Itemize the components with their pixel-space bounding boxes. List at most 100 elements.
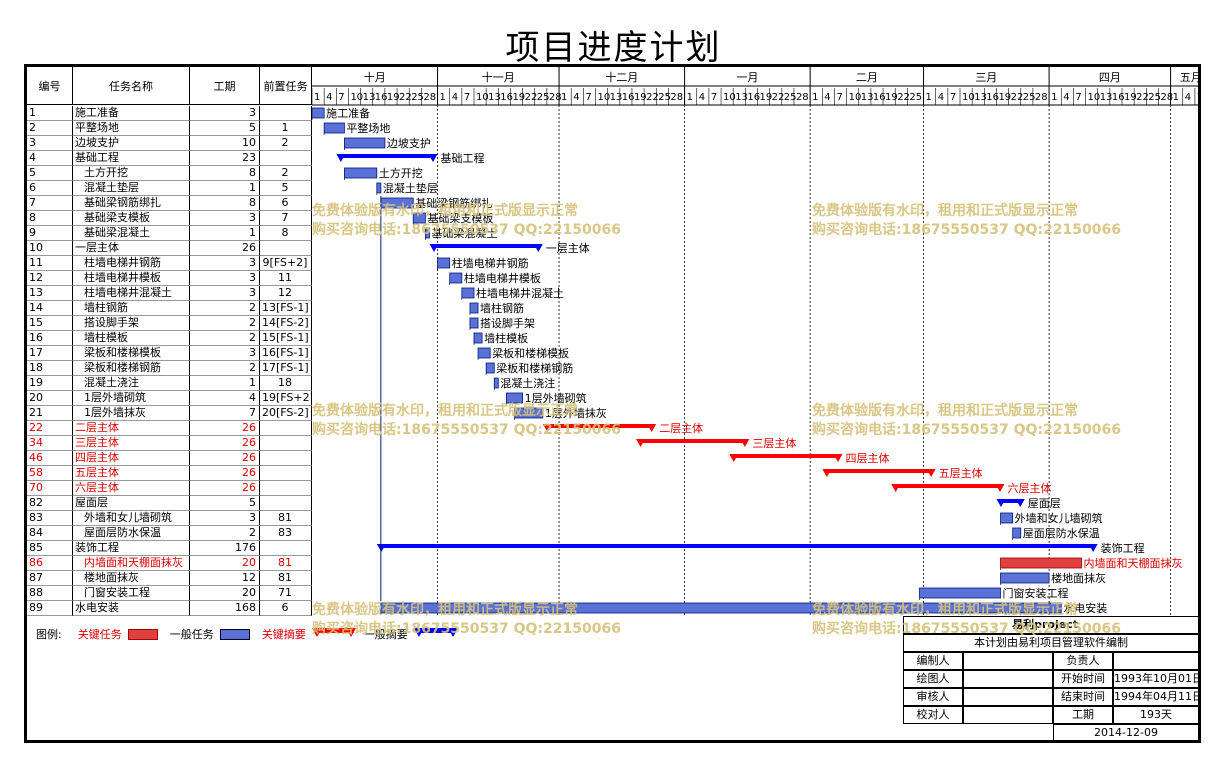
watermark-text: 购买咨询电话:18675550537 QQ:22150066 xyxy=(812,621,1121,637)
day-label: 13 xyxy=(861,92,874,103)
task-chart-label: 装饰工程 xyxy=(1101,541,1145,555)
cell-id: 84 xyxy=(27,526,73,541)
summary-start-marker xyxy=(891,484,901,492)
info-note: 本计划由易利项目管理软件编制 xyxy=(903,634,1199,652)
cell-id: 4 xyxy=(27,151,73,166)
cell-name: 内墙面和天棚面抹灰 xyxy=(73,556,190,571)
task-chart-label: 二层主体 xyxy=(659,421,703,435)
day-label: 22 xyxy=(772,92,785,103)
cell-duration: 3 xyxy=(190,271,260,286)
watermark-text: 购买咨询电话:18675550537 QQ:22150066 xyxy=(312,621,621,637)
task-bar xyxy=(493,377,499,389)
cell-name: 门窗安装工程 xyxy=(73,586,190,601)
cell-name: 基础梁支模板 xyxy=(73,211,190,226)
watermark-text: 购买咨询电话:18675550537 QQ:22150066 xyxy=(312,222,621,238)
cell-duration: 20 xyxy=(190,556,260,571)
cell-id: 2 xyxy=(27,121,73,136)
day-label: 7 xyxy=(1197,92,1198,103)
task-chart-label: 墙柱钢筋 xyxy=(480,301,524,315)
cell-name: 一层主体 xyxy=(73,241,190,256)
cell-duration: 3 xyxy=(190,286,260,301)
cell-pred: 5 xyxy=(260,181,312,196)
day-label: 1 xyxy=(1051,92,1057,103)
task-chart-label: 门窗安装工程 xyxy=(1003,586,1069,600)
task-chart-label: 1层外墙抹灰 xyxy=(545,406,607,420)
header-id: 编号 xyxy=(27,67,73,105)
cell-pred: 16[FS-1] xyxy=(260,346,312,361)
day-label: 22 xyxy=(646,92,659,103)
cell-name: 三层主体 xyxy=(73,436,190,451)
watermark-text: 免费体验版有水印，租用和正式版显示正常 xyxy=(312,203,578,219)
task-bar xyxy=(344,167,378,179)
cell-pred: 71 xyxy=(260,586,312,601)
cell-name: 墙柱钢筋 xyxy=(73,301,190,316)
summary-end-marker xyxy=(1015,499,1025,507)
brand-text: 易利project xyxy=(903,616,1199,634)
summary-start-marker xyxy=(429,244,439,252)
owner-label: 负责人 xyxy=(1053,652,1113,670)
day-label: 7 xyxy=(711,92,717,103)
day-label: 22 xyxy=(897,92,910,103)
month-label: 十月 xyxy=(364,70,386,84)
legend: 图例: 关键任务 一般任务 关键摘要 一般摘要 xyxy=(36,626,458,642)
task-chart-label: 六层主体 xyxy=(1008,481,1052,495)
cell-pred: 2 xyxy=(260,166,312,181)
day-label: 10 xyxy=(962,92,975,103)
cell-pred: 19[FS+2] xyxy=(260,391,312,406)
day-label: 16 xyxy=(1112,92,1125,103)
task-bar xyxy=(437,257,451,269)
task-chart-label: 平整场地 xyxy=(346,121,390,135)
cell-pred: 12 xyxy=(260,286,312,301)
day-label: 16 xyxy=(873,92,886,103)
day-label: 25 xyxy=(537,92,550,103)
task-bar xyxy=(1000,572,1050,584)
cell-pred: 9[FS+2] xyxy=(260,256,312,271)
day-label: 19 xyxy=(512,92,525,103)
cell-id: 21 xyxy=(27,406,73,421)
summary-bar xyxy=(826,469,932,473)
month-label: 十一月 xyxy=(482,70,515,84)
task-bar xyxy=(376,182,382,194)
watermark-text: 免费体验版有水印，租用和正式版显示正常 xyxy=(812,403,1078,419)
cell-duration: 26 xyxy=(190,421,260,436)
task-chart-label: 外墙和女儿墙砌筑 xyxy=(1015,511,1103,525)
task-chart-label: 梁板和楼梯钢筋 xyxy=(496,361,573,375)
cell-id: 88 xyxy=(27,586,73,601)
watermark-text: 购买咨询电话:18675550537 QQ:22150066 xyxy=(812,222,1121,238)
cell-id: 15 xyxy=(27,316,73,331)
